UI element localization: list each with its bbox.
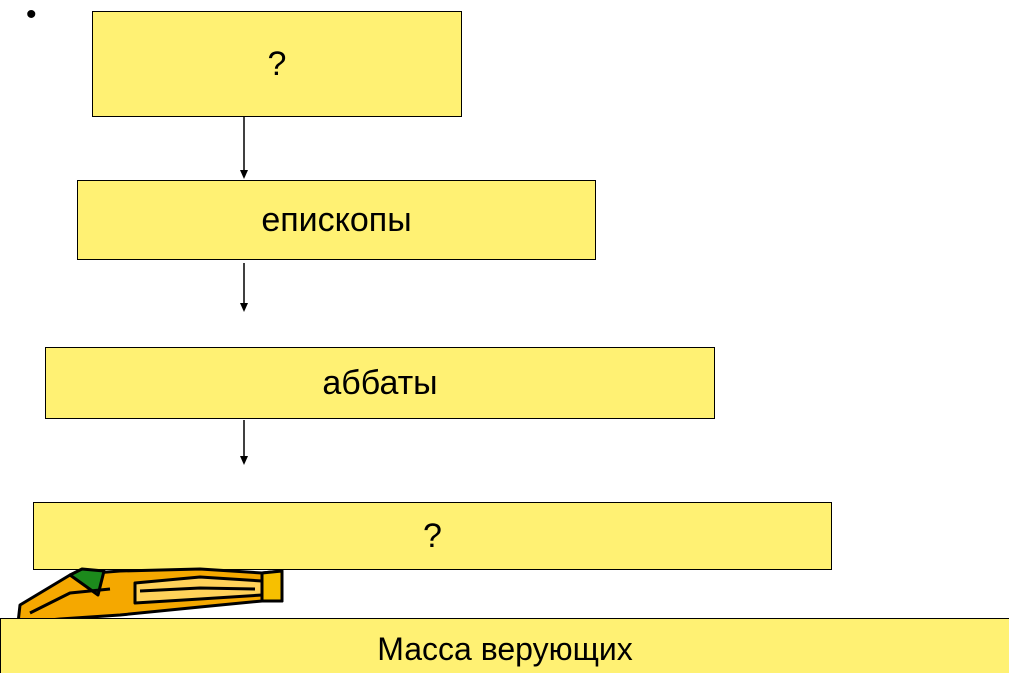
hierarchy-box-bishops: епископы: [77, 180, 596, 260]
hierarchy-box-label: аббаты: [322, 364, 438, 402]
hierarchy-box-label: епископы: [261, 201, 412, 239]
pencil-clipart-icon: [16, 567, 284, 625]
arrow-down-icon: [240, 117, 248, 179]
hierarchy-box-label: Масса верующих: [377, 631, 633, 667]
hierarchy-box-label: ?: [267, 45, 287, 83]
hierarchy-box-unknown: ?: [33, 502, 832, 570]
hierarchy-box-abbots: аббаты: [45, 347, 715, 419]
hierarchy-box-believers: Масса верующих: [0, 618, 1009, 673]
hierarchy-box-label: ?: [423, 517, 442, 555]
hierarchy-box-top: ?: [92, 11, 462, 117]
arrow-down-icon: [240, 263, 248, 312]
bullet-point: •: [26, 0, 37, 31]
arrow-down-icon: [240, 420, 248, 465]
